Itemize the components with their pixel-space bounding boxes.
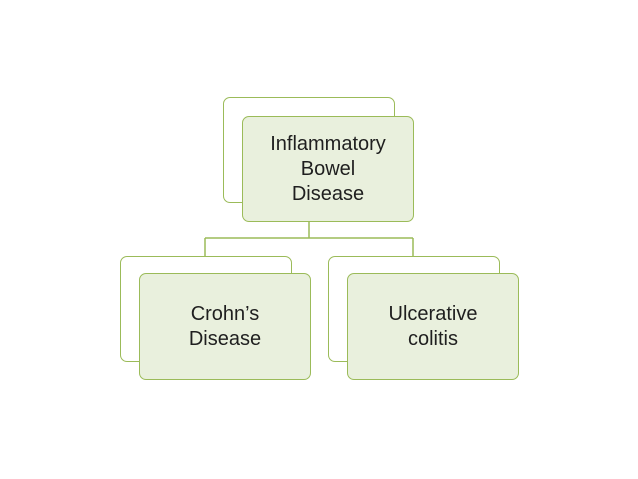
- crohns-node-label: Crohn’s Disease: [188, 302, 262, 350]
- crohns-node-box: Crohn’s Disease: [139, 273, 311, 380]
- ulcerative-colitis-node-label: Ulcerative colitis: [388, 302, 478, 350]
- ulcerative-colitis-node-box: Ulcerative colitis: [347, 273, 519, 380]
- root-node-label: Inflammatory Bowel Disease: [270, 132, 386, 205]
- root-node-box: Inflammatory Bowel Disease: [242, 116, 414, 222]
